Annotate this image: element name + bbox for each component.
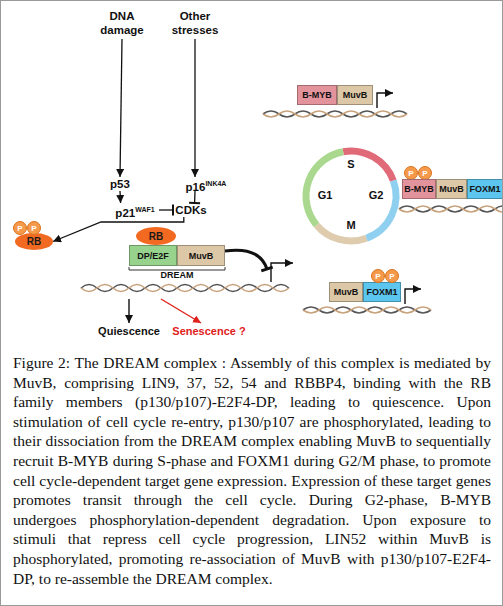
protein-name: p16INK4A	[181, 177, 231, 191]
node-label: MuvB	[439, 184, 464, 194]
phase-label: S	[343, 158, 359, 170]
protein-box: MuvB	[177, 245, 225, 266]
node-label: FOXM1	[366, 287, 397, 297]
node-label: P	[408, 169, 413, 178]
dna-strand	[81, 285, 289, 292]
superscript-label: INK4A	[205, 180, 226, 187]
node-label: B-MYB	[404, 184, 434, 194]
node-label: Other stresses	[172, 10, 219, 36]
node-label: RB	[149, 231, 163, 242]
cycle-phase-arc	[306, 152, 343, 225]
dna-strand	[81, 285, 289, 292]
node-label: MuvB	[343, 90, 368, 100]
repression-arrow	[225, 250, 267, 269]
activation-arrow	[194, 39, 195, 177]
protein-box: MuvB	[329, 282, 363, 302]
outcome-arrow	[161, 299, 201, 323]
protein-box: DP/E2F	[129, 245, 177, 266]
dna-strand	[263, 111, 407, 117]
stress-signal: DNA damage	[96, 9, 148, 39]
figure-caption: Figure 2: The DREAM complex : Assembly o…	[13, 353, 491, 588]
inhibition-line	[159, 209, 173, 210]
node-label: P	[389, 272, 394, 281]
node-label: B-MYB	[302, 90, 332, 100]
outcome-label: Senescence ?	[166, 325, 252, 337]
protein-box: B-MYB	[297, 85, 337, 105]
dna-strand	[263, 111, 407, 117]
protein-box: FOXM1	[363, 282, 401, 302]
phospho-circle: P	[404, 166, 418, 180]
dna-strand	[399, 206, 503, 212]
node-label: FOXM1	[469, 184, 500, 194]
cycle-phase-arc	[343, 151, 393, 181]
transcription-arrow	[271, 263, 293, 282]
node-label: P	[375, 272, 380, 281]
cycle-phase-arc	[317, 225, 367, 241]
node-label: DNA damage	[100, 10, 143, 36]
node-label: p53	[110, 178, 130, 190]
phospho-circle: P	[371, 269, 385, 283]
superscript-label: WAF1	[135, 206, 154, 213]
protein-box: MuvB	[436, 179, 467, 199]
rb-ellipse: RB	[15, 233, 53, 250]
outcome-arrow	[128, 299, 129, 323]
transcription-arrow	[405, 289, 421, 304]
phase-label: M	[343, 219, 359, 231]
node-label: MuvB	[189, 251, 214, 261]
activation-arrow	[120, 39, 122, 177]
node-label: p16	[186, 181, 206, 193]
phospho-circle: P	[13, 221, 27, 235]
complex-bracket	[129, 267, 225, 270]
protein-name: p21WAF1	[111, 203, 159, 217]
node-label: P	[422, 169, 427, 178]
node-label: DP/E2F	[137, 251, 169, 261]
dna-strand	[303, 307, 431, 313]
outcome-label: Quiescence	[93, 325, 165, 337]
protein-name: p53	[106, 177, 134, 191]
node-label: P	[31, 224, 36, 233]
activation-arrow	[119, 191, 121, 203]
phospho-circle: P	[418, 166, 432, 180]
stress-signal: Other stresses	[166, 9, 224, 39]
phase-label: G2	[365, 189, 387, 201]
node-label: RB	[27, 236, 41, 247]
node-label: p21	[115, 207, 135, 219]
node-label: MuvB	[334, 287, 359, 297]
protein-box: MuvB	[337, 85, 373, 105]
phase-label: G1	[314, 189, 336, 201]
transcription-arrow	[377, 93, 393, 108]
dna-strand	[399, 206, 503, 212]
protein-box: B-MYB	[402, 179, 436, 199]
node-label: P	[17, 224, 22, 233]
protein-box: FOXM1	[467, 179, 503, 199]
rb-ellipse: RB	[136, 227, 176, 245]
phospho-circle: P	[27, 221, 41, 235]
dna-strand	[303, 307, 431, 313]
phospho-circle: P	[385, 269, 399, 283]
complex-name: DREAM	[153, 270, 201, 280]
kinase-name: CDKs	[173, 203, 209, 217]
node-label: CDKs	[175, 204, 206, 216]
